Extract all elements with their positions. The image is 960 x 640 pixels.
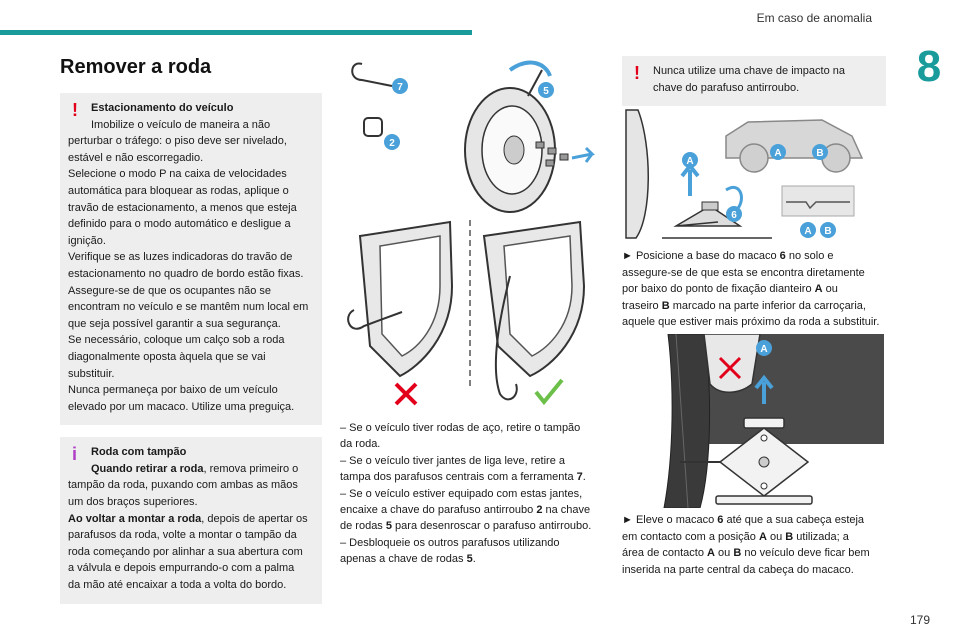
callout-5: 5 xyxy=(538,82,554,98)
parking-line: que seja possível garantir a sua seguran… xyxy=(68,317,281,330)
callout-a-jack: A xyxy=(682,152,698,168)
parking-line: Selecione o modo P na caixa de velocidad… xyxy=(68,168,287,181)
hubcap-info-box: i Roda com tampão Quando retirar a roda,… xyxy=(60,437,322,604)
wheel-bolts-illustration: 7 2 5 xyxy=(340,50,602,214)
hubcap-line: da mão até encaixar a toda a volta do bo… xyxy=(68,579,287,592)
svg-text:A: A xyxy=(760,344,767,355)
svg-text:5: 5 xyxy=(543,86,549,97)
wrong-mark-icon xyxy=(394,382,418,406)
parking-line: Se necessário, coloque um calço sob a ro… xyxy=(68,334,285,347)
chapter-number: 8 xyxy=(916,42,942,91)
hubcap-line: tampão da roda, puxando com ambas as mão… xyxy=(68,479,298,492)
hubcap-line: a válvula e depois empurrando-o com a pa… xyxy=(68,562,295,575)
info-icon: i xyxy=(72,444,78,465)
svg-text:B: B xyxy=(816,148,823,159)
hubcap-line: Ao voltar a montar a roda, depois de ape… xyxy=(68,512,308,525)
callout-7: 7 xyxy=(392,78,408,94)
hubcap-line: Quando retirar a roda, remova primeiro o xyxy=(91,462,299,475)
jack-raise-illustration: A xyxy=(660,334,884,508)
parking-heading: Estacionamento do veículo xyxy=(91,102,234,114)
parking-line: substituir. xyxy=(68,367,115,380)
svg-text:A: A xyxy=(774,148,781,159)
parking-line: estável e não escorregadio. xyxy=(68,151,204,164)
hubcap-line: parafusos da roda, volte a montar o tamp… xyxy=(68,529,297,542)
wrong-mark-icon xyxy=(718,356,742,380)
svg-text:A: A xyxy=(804,226,811,237)
parking-line: travão de estacionamento, a menos que es… xyxy=(68,201,297,214)
hubcap-line: roda começando por alinhar a sua abertur… xyxy=(68,545,303,558)
callout-a-raise: A xyxy=(756,340,772,356)
hubcap-line: um dos braços superiores. xyxy=(68,496,198,509)
parking-line: elevado por um macaco. Utilize uma pregu… xyxy=(68,400,295,413)
callout-b-car: B xyxy=(812,144,828,160)
svg-text:2: 2 xyxy=(389,138,395,149)
parking-line: Verifique se as luzes indicadoras do tra… xyxy=(68,251,293,264)
parking-line: ignição. xyxy=(68,234,106,247)
parking-line: encontram no veículo e se mantêm num loc… xyxy=(68,301,309,314)
parking-line: Assegure-se de que os ocupantes não se xyxy=(68,284,272,297)
svg-text:A: A xyxy=(686,156,693,167)
hubcap-heading: Roda com tampão xyxy=(91,446,187,459)
parking-warning-box: ! Estacionamento do veículo Imobilize o … xyxy=(60,93,322,426)
page-number: 179 xyxy=(909,613,930,627)
header-accent-bar xyxy=(0,30,472,35)
callout-b-underbody: B xyxy=(820,222,836,238)
right-column: ! Nunca utilize uma chave de impacto na … xyxy=(622,56,886,116)
warning-icon: ! xyxy=(72,100,78,120)
removal-instructions: – Se o veículo tiver rodas de aço, retir… xyxy=(340,422,592,566)
parking-line: estacionamento no quadro de bordo estão … xyxy=(68,267,304,280)
hubcap-removal-illustration xyxy=(340,216,602,412)
page-title: Remover a roda xyxy=(60,56,212,78)
section-title: Em caso de anomalia xyxy=(756,11,872,25)
svg-text:7: 7 xyxy=(397,82,403,93)
warning-icon: ! xyxy=(634,63,640,83)
callout-2: 2 xyxy=(384,134,400,150)
parking-line: diagonalmente oposta àquela que se vai xyxy=(68,350,266,363)
callout-a-underbody: A xyxy=(800,222,816,238)
parking-line: definido para o modo automático e deslig… xyxy=(68,218,291,231)
callout-6: 6 xyxy=(726,206,742,222)
jack-position-illustration: A 6 A B A B xyxy=(622,106,886,242)
parking-line: automática para bloquear as rodas, apliq… xyxy=(68,184,289,197)
impact-wrench-warning-box: ! Nunca utilize uma chave de impacto na … xyxy=(622,56,886,107)
correct-mark-icon xyxy=(534,378,564,406)
left-column: Remover a roda ! Estacionamento do veícu… xyxy=(60,56,322,616)
parking-line: Nunca permaneça por baixo de um veículo xyxy=(68,384,278,397)
parking-line: perturbar o tráfego: o piso deve ser niv… xyxy=(68,135,287,148)
callout-a-car: A xyxy=(770,144,786,160)
parking-line: Imobilize o veículo de maneira a não xyxy=(91,118,271,131)
step-position-jack: ► Posicione a base do macaco 6 no solo e… xyxy=(622,250,880,329)
svg-text:B: B xyxy=(824,226,831,237)
svg-text:6: 6 xyxy=(731,210,737,221)
step-raise-jack: ► Eleve o macaco 6 até que a sua cabeça … xyxy=(622,514,870,576)
